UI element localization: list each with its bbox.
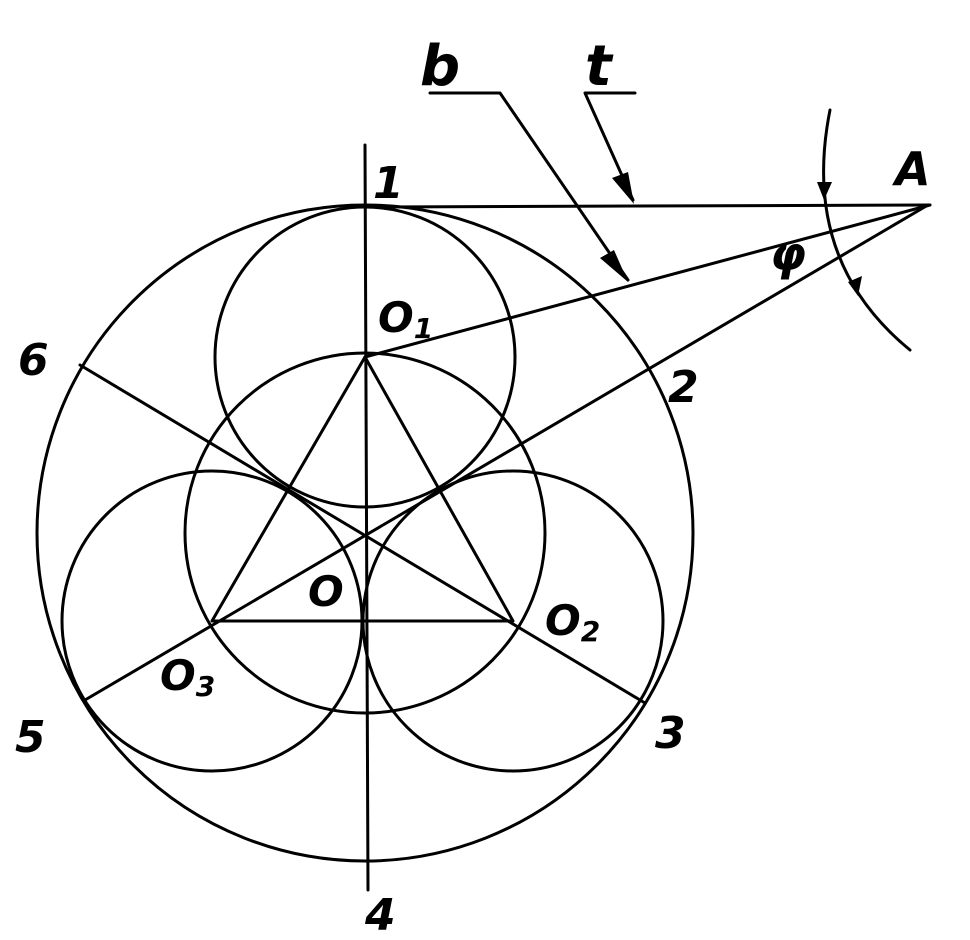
tangent-line-1-a [363, 203, 932, 209]
label-t: t [585, 34, 614, 99]
label-o3-sub: 3 [196, 670, 215, 703]
label-phi: φ [770, 227, 806, 281]
line-5-a [83, 203, 930, 702]
label-o2-main: O [545, 596, 581, 645]
axis-1-4 [363, 143, 370, 892]
label-point-4: 4 [364, 890, 396, 940]
label-o3: O3 [160, 651, 215, 703]
triangle-o1-o2-o3 [210, 355, 515, 623]
arc-arrow-bottom [848, 276, 862, 296]
label-o2: O2 [545, 596, 600, 648]
line-o1-a [363, 203, 932, 359]
label-point-6: 6 [18, 335, 49, 386]
arc-arrow-top [817, 182, 832, 200]
label-o2-sub: 2 [581, 615, 600, 648]
label-point-1: 1 [373, 158, 404, 209]
leader-t [583, 91, 637, 202]
label-point-3: 3 [655, 708, 686, 759]
leader-b-arrow [600, 250, 628, 282]
angle-arc-phi [822, 108, 912, 352]
leader-b [428, 91, 630, 282]
label-o1-sub: 1 [414, 312, 433, 345]
label-o: O [308, 567, 344, 616]
label-o1-main: O [378, 293, 414, 342]
line-6-3 [78, 363, 647, 705]
label-b: b [420, 34, 460, 99]
label-point-5: 5 [15, 712, 46, 763]
label-a: A [892, 142, 931, 196]
label-o1: O1 [378, 293, 433, 345]
label-o3-main: O [160, 651, 196, 700]
leader-t-arrow [612, 172, 634, 204]
label-point-2: 2 [668, 362, 699, 413]
